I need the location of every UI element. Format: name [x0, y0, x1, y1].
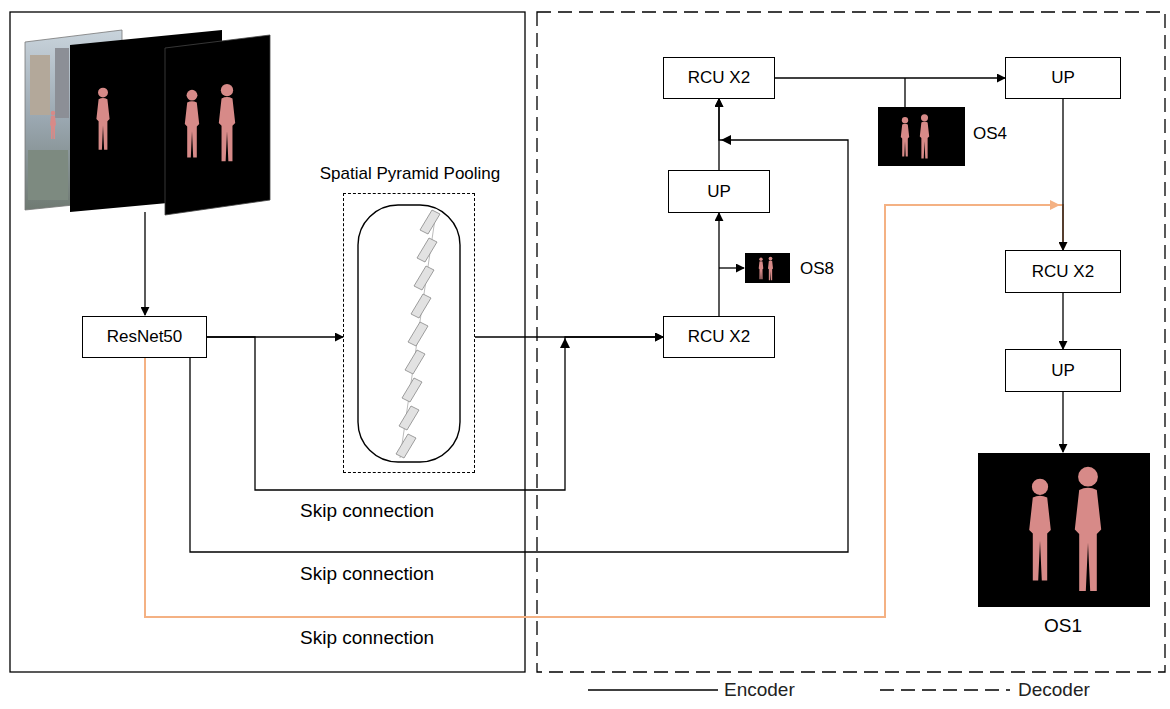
os8-mask — [745, 253, 790, 283]
process-box: RCU X2 — [663, 316, 775, 358]
connector-group — [145, 200, 1063, 617]
mask-person — [759, 258, 764, 280]
output-scale-label: OS4 — [973, 124, 1007, 144]
connector — [718, 213, 719, 316]
skip-connection — [145, 205, 1063, 617]
connector — [207, 337, 663, 490]
pooling-slab — [405, 350, 425, 374]
connector — [190, 99, 848, 552]
mask-person — [1029, 479, 1051, 581]
mask-person — [185, 90, 199, 158]
box-label: UP — [707, 182, 731, 202]
legend-dashed-sample — [880, 689, 1010, 690]
connector — [775, 77, 1005, 78]
os1-mask — [978, 453, 1150, 607]
connector — [1062, 293, 1063, 349]
output-stem — [904, 78, 905, 107]
junction-arrowhead — [560, 338, 570, 348]
mask-person — [768, 257, 773, 281]
process-box: RCU X2 — [663, 57, 775, 99]
pooling-region: Spatial Pyramid Pooling — [343, 193, 475, 473]
box-label: UP — [1051, 361, 1075, 381]
input-frames — [25, 30, 270, 215]
pooling-capsule — [358, 205, 460, 462]
output-scale-label: OS1 — [1044, 615, 1082, 637]
legend-text: Decoder — [1018, 679, 1090, 701]
photo-building — [55, 48, 69, 118]
pooling-slab — [402, 378, 422, 402]
pooling-spine — [400, 212, 436, 458]
box-label: RCU X2 — [1032, 262, 1094, 282]
connection-label: Skip connection — [300, 500, 434, 522]
output-scale-label: OS8 — [800, 259, 834, 279]
box-label: UP — [1051, 68, 1075, 88]
connector-group — [190, 78, 1063, 552]
output-arrow — [719, 267, 744, 268]
os4-mask — [878, 107, 965, 166]
output-arrow — [1062, 392, 1063, 452]
process-box: UP — [1005, 349, 1121, 392]
box-label: RCU X2 — [688, 327, 750, 347]
process-box: RCU X2 — [1005, 250, 1121, 293]
pooling-slab — [396, 434, 416, 458]
junction-arrowhead — [721, 135, 731, 145]
input-arrow — [144, 212, 145, 315]
mask-person — [901, 117, 909, 157]
box-label: ResNet50 — [107, 327, 183, 347]
encoder-frame — [10, 12, 525, 672]
pooling-slab — [411, 294, 431, 318]
photo-road — [28, 150, 68, 200]
pooling-slab — [408, 322, 428, 346]
pooling-slab — [417, 238, 437, 262]
mask-person — [219, 84, 235, 161]
legend-solid-sample — [588, 689, 718, 690]
connection-label: Skip connection — [300, 563, 434, 585]
photo-person — [50, 111, 56, 139]
mask-frame — [165, 35, 270, 215]
photo-building — [30, 55, 50, 115]
legend-text: Encoder — [724, 679, 795, 701]
process-box: ResNet50 — [82, 316, 207, 358]
process-box: UP — [1005, 57, 1121, 99]
connector — [1062, 99, 1063, 250]
box-label: RCU X2 — [688, 68, 750, 88]
process-box: UP — [668, 170, 770, 213]
mask-person — [920, 114, 929, 158]
pooling-slab — [399, 406, 419, 430]
mask-person — [1075, 467, 1101, 591]
region-heading: Spatial Pyramid Pooling — [320, 164, 500, 184]
pyramid-pooling-graphic — [358, 205, 460, 462]
connection-label: Skip connection — [300, 627, 434, 649]
pooling-slab — [414, 266, 434, 290]
junction-arrowhead — [1050, 200, 1060, 210]
pooling-slab — [420, 210, 440, 234]
decoder-frame — [537, 12, 1165, 672]
mask-person — [96, 88, 109, 150]
